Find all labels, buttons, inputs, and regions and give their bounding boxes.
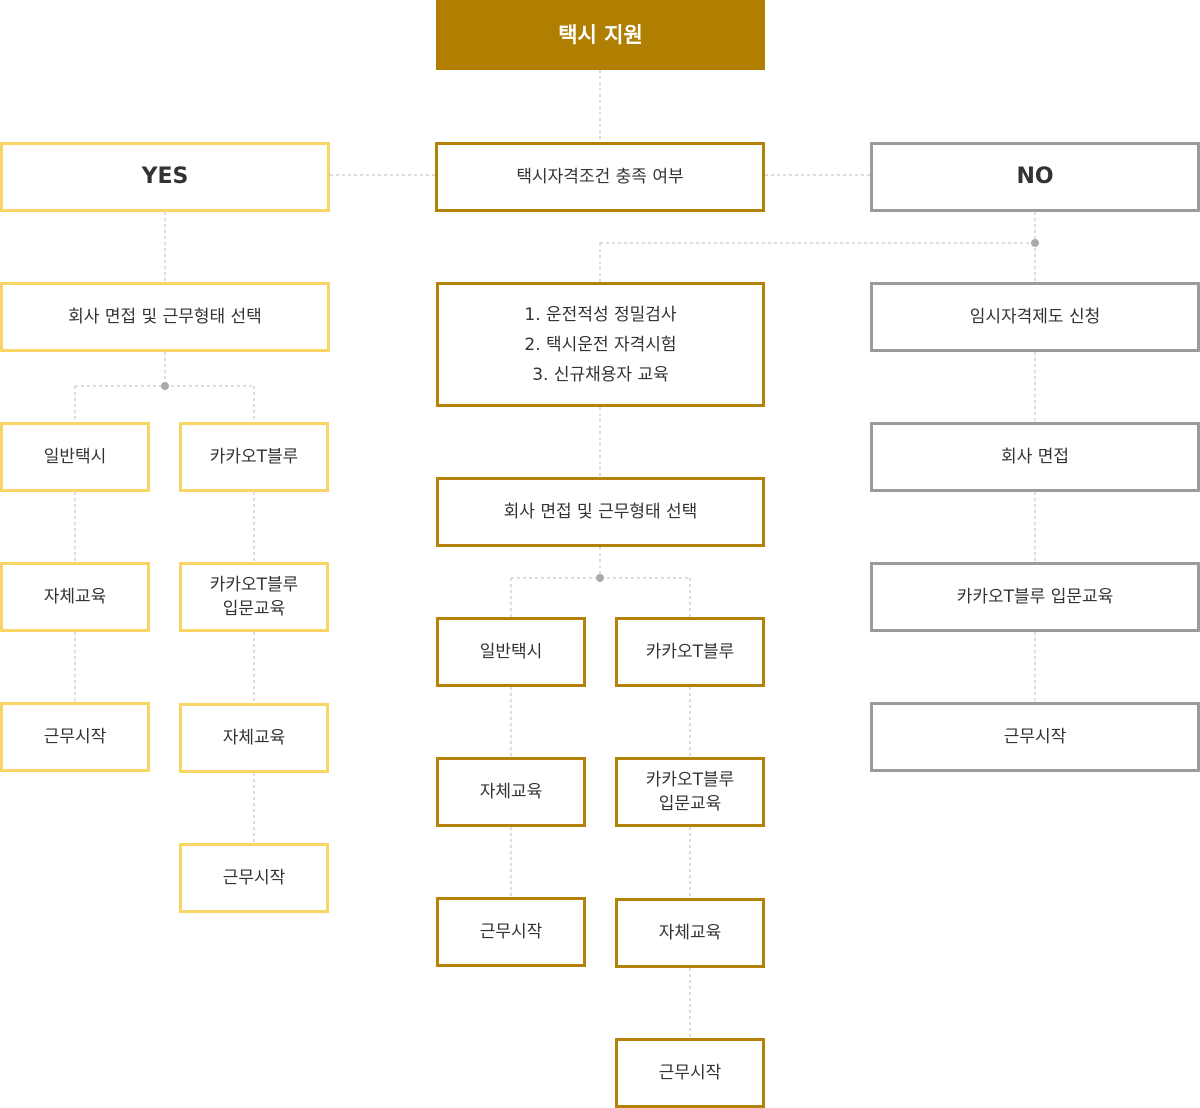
- header-label: 택시 지원: [558, 23, 643, 47]
- yes-kakao-intro-box: 카카오T블루 입문교육: [179, 562, 329, 632]
- header-box: 택시 지원: [436, 0, 765, 70]
- yes-kakao-start-box: 근무시작: [179, 843, 329, 913]
- yes-general-taxi-label: 일반택시: [43, 447, 107, 467]
- mid-kakao-start-label: 근무시작: [658, 1063, 722, 1083]
- mid-step-2: 2. 택시운전 자격시험: [524, 334, 677, 355]
- condition-label: 택시자격조건 충족 여부: [516, 167, 684, 187]
- no-box: NO: [870, 142, 1200, 212]
- condition-box: 택시자격조건 충족 여부: [435, 142, 765, 212]
- branch-dot: [1031, 239, 1039, 247]
- mid-steps-box: 1. 운전적성 정밀검사 2. 택시운전 자격시험 3. 신규채용자 교육: [436, 282, 765, 407]
- mid-kakao-training-label: 자체교육: [658, 923, 722, 943]
- mid-kakao-training-box: 자체교육: [615, 898, 765, 968]
- yes-general-start-label: 근무시작: [43, 727, 107, 747]
- yes-general-training-box: 자체교육: [0, 562, 150, 632]
- no-start-box: 근무시작: [870, 702, 1200, 772]
- yes-interview-label: 회사 면접 및 근무형태 선택: [68, 307, 262, 327]
- yes-kakao-intro-label: 카카오T블루 입문교육: [209, 575, 299, 619]
- yes-kakao-training-label: 자체교육: [222, 728, 286, 748]
- mid-general-training-label: 자체교육: [479, 782, 543, 802]
- no-interview-label: 회사 면접: [1001, 447, 1069, 467]
- no-temp-license-label: 임시자격제도 신청: [969, 307, 1101, 327]
- yes-kakao-start-label: 근무시작: [222, 868, 286, 888]
- yes-interview-box: 회사 면접 및 근무형태 선택: [0, 282, 330, 352]
- branch-dot: [161, 382, 169, 390]
- mid-interview-label: 회사 면접 및 근무형태 선택: [503, 502, 698, 522]
- no-kakao-intro-box: 카카오T블루 입문교육: [870, 562, 1200, 632]
- mid-interview-box: 회사 면접 및 근무형태 선택: [436, 477, 765, 547]
- yes-kakao-training-box: 자체교육: [179, 703, 329, 773]
- yes-general-taxi-box: 일반택시: [0, 422, 150, 492]
- no-kakao-intro-label: 카카오T블루 입문교육: [956, 587, 1114, 607]
- no-temp-license-box: 임시자격제도 신청: [870, 282, 1200, 352]
- mid-step-3: 3. 신규채용자 교육: [532, 364, 669, 385]
- mid-general-training-box: 자체교육: [436, 757, 586, 827]
- no-start-label: 근무시작: [1003, 727, 1067, 747]
- branch-dot: [596, 574, 604, 582]
- mid-kakao-start-box: 근무시작: [615, 1038, 765, 1108]
- mid-kakao-intro-label: 카카오T블루 입문교육: [645, 770, 735, 814]
- mid-general-start-label: 근무시작: [479, 922, 543, 942]
- mid-kakao-box: 카카오T블루: [615, 617, 765, 687]
- mid-general-taxi-label: 일반택시: [479, 642, 543, 662]
- yes-box: YES: [0, 142, 330, 212]
- yes-kakao-box: 카카오T블루: [179, 422, 329, 492]
- mid-kakao-label: 카카오T블루: [645, 642, 735, 662]
- mid-general-taxi-box: 일반택시: [436, 617, 586, 687]
- yes-general-training-label: 자체교육: [43, 587, 107, 607]
- yes-label: YES: [141, 164, 189, 189]
- mid-general-start-box: 근무시작: [436, 897, 586, 967]
- yes-general-start-box: 근무시작: [0, 702, 150, 772]
- mid-step-1: 1. 운전적성 정밀검사: [524, 304, 677, 325]
- no-label: NO: [1016, 164, 1054, 189]
- yes-kakao-label: 카카오T블루: [209, 447, 299, 467]
- no-interview-box: 회사 면접: [870, 422, 1200, 492]
- mid-kakao-intro-box: 카카오T블루 입문교육: [615, 757, 765, 827]
